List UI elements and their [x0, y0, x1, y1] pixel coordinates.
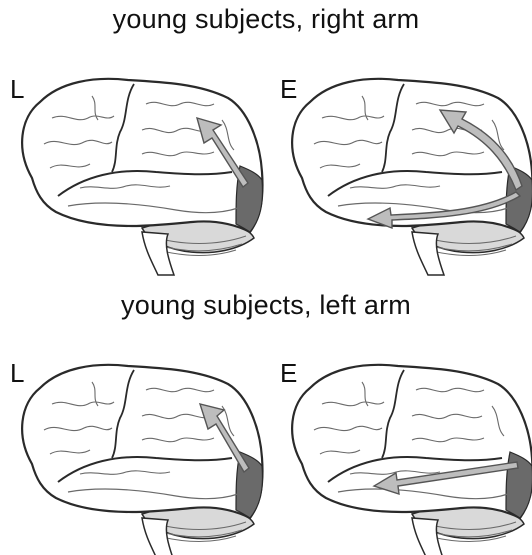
brain-right-arm-L — [22, 79, 262, 275]
brain-right-arm-E — [292, 79, 532, 275]
brain-left-arm-E — [292, 365, 532, 555]
brain-left-arm-L — [22, 365, 262, 555]
